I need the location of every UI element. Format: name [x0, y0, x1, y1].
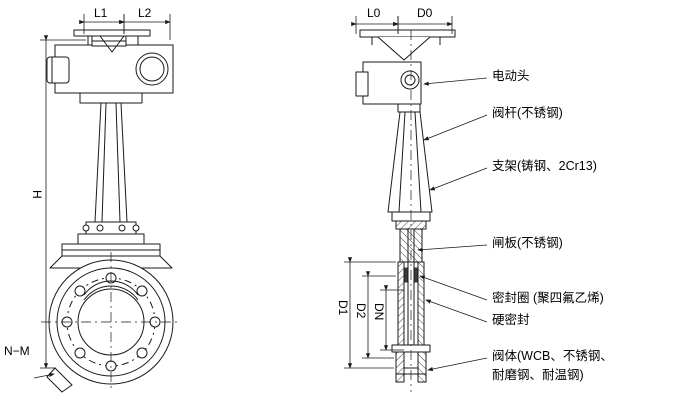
dimension-H: H: [30, 190, 44, 199]
callout-body-line2: 耐磨钢、耐温钢): [492, 368, 584, 382]
right-view-side: [355, 29, 456, 392]
dimension-L1: L1: [94, 6, 108, 20]
callout-actuator: 电动头: [492, 69, 530, 83]
left-view-front: [41, 29, 181, 393]
dimension-DN: DN: [372, 303, 386, 321]
dimension-L2: L2: [138, 6, 152, 20]
left-view-dimensions: [33, 14, 171, 379]
dimension-D0: D0: [417, 6, 433, 20]
dimension-D1: D1: [336, 300, 350, 316]
callout-leaders: [417, 77, 488, 372]
callout-stem: 阀杆(不锈钢): [492, 106, 563, 120]
callout-gate: 闸板(不锈钢): [492, 236, 563, 250]
callout-bracket: 支架(铸钢、2Cr13): [492, 159, 597, 173]
right-view-dimensions: [344, 16, 453, 369]
dimension-N-M: N−M: [4, 344, 30, 358]
callout-seal-ring: 密封圈 (聚四氟乙烯): [492, 291, 604, 305]
dimension-D2: D2: [354, 303, 368, 319]
callout-body-line1: 阀体(WCB、不锈钢、: [492, 349, 613, 363]
dimension-L0: L0: [367, 6, 381, 20]
callout-hard-seal: 硬密封: [492, 313, 530, 327]
